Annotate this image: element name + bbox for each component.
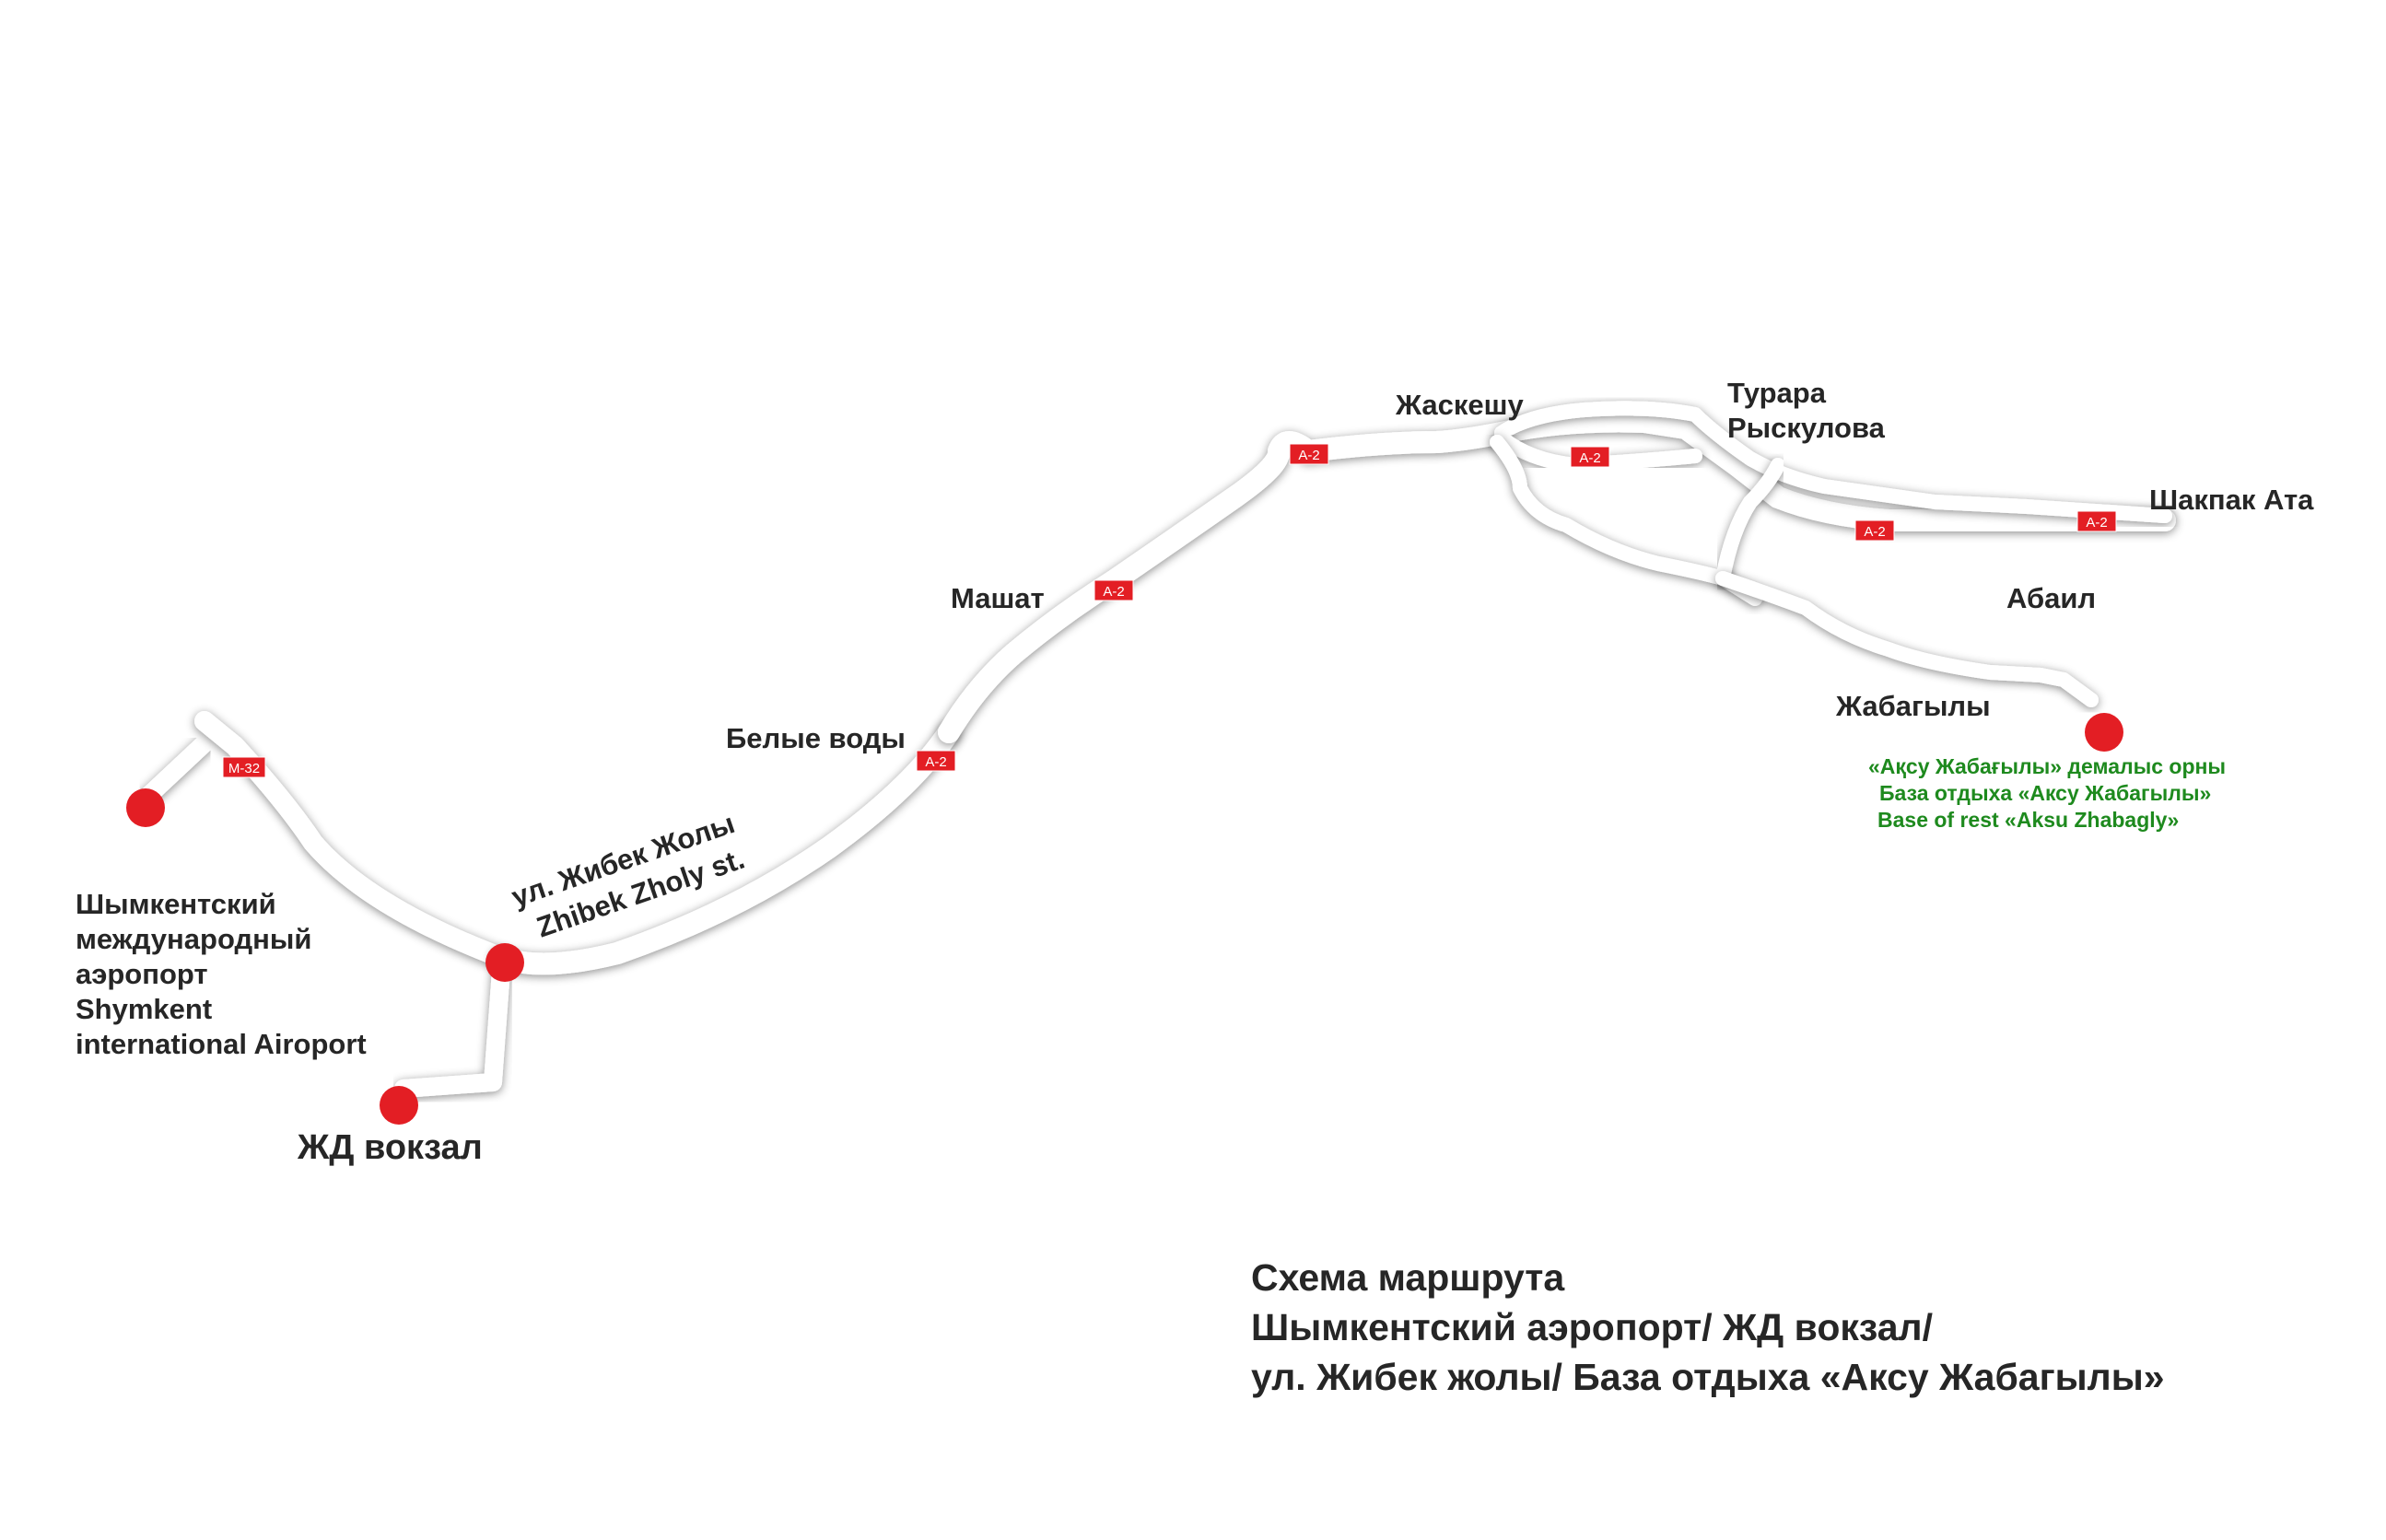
shield-a2-north: A-2 [1289, 443, 1329, 465]
road-airport-spur [136, 734, 214, 808]
label-railway-station: ЖД вокзал [297, 1128, 483, 1167]
road-zhibek-zholy [491, 721, 960, 975]
destination-kk: «Ақсу Жабағылы» демалыс орны [1868, 754, 2226, 778]
marker-airport[interactable] [126, 788, 165, 827]
marker-zhibek-zholy[interactable] [485, 943, 524, 982]
label-mashat: Машат [951, 582, 1045, 614]
label-zhaskeshu: Жаскешу [1395, 389, 1524, 421]
label-turara-ryskulova: Турара Рыскулова [1727, 377, 1886, 444]
destination-labels: «Ақсу Жабағылы» демалыс орны База отдыха… [1868, 754, 2226, 832]
shield-a2-shakpak: A-2 [2076, 510, 2117, 532]
road-west-loop [1490, 435, 1762, 606]
svg-text:A-2: A-2 [2086, 515, 2107, 531]
destination-ru: База отдыха «Аксу Жабагылы» [1879, 781, 2211, 805]
roads [136, 401, 2176, 1098]
marker-destination[interactable] [2085, 713, 2123, 752]
road-south [1715, 571, 2099, 707]
shield-a2-east: A-2 [1854, 519, 1895, 542]
label-belye-vody: Белые воды [726, 722, 906, 754]
label-zhabagyly: Жабагылы [1835, 690, 1991, 722]
road-a2-upper [1494, 401, 2172, 523]
route-title-line-1: Схема маршрута [1251, 1256, 1565, 1299]
label-street: ул. Жибек Жолы Zhibek Zholy st. [508, 807, 749, 943]
label-airport: Шымкентский международный аэропорт Shymk… [76, 888, 367, 1060]
label-abail: Абаил [2006, 582, 2096, 614]
shield-a2-belye-vody: A-2 [916, 750, 956, 772]
road-connector [1715, 458, 1785, 586]
markers [126, 713, 2123, 1125]
shield-m32: M-32 [222, 756, 266, 778]
svg-text:A-2: A-2 [1298, 448, 1319, 463]
svg-text:M-32: M-32 [228, 761, 260, 776]
shield-a2-mashat: A-2 [1094, 579, 1134, 601]
route-title: Схема маршрута Шымкентский аэропорт/ ЖД … [1251, 1253, 2165, 1402]
shield-a2-zhaskeshu: A-2 [1570, 446, 1610, 468]
label-shakpak-ata: Шакпак Ата [2149, 484, 2314, 516]
svg-text:A-2: A-2 [1864, 524, 1885, 540]
svg-text:A-2: A-2 [925, 754, 946, 770]
svg-text:A-2: A-2 [1579, 450, 1600, 466]
destination-en: Base of rest «Aksu Zhabagly» [1877, 808, 2179, 832]
svg-text:A-2: A-2 [1103, 584, 1124, 600]
route-title-line-2: Шымкентский аэропорт/ ЖД вокзал/ [1251, 1306, 1933, 1348]
route-title-line-3: ул. Жибек жолы/ База отдыха «Аксу Жабагы… [1251, 1356, 2165, 1398]
marker-railway[interactable] [380, 1086, 418, 1125]
road-shields: M-32 A-2 A-2 A-2 A-2 A-2 A-2 [222, 443, 2117, 778]
road-railway [394, 949, 511, 1098]
